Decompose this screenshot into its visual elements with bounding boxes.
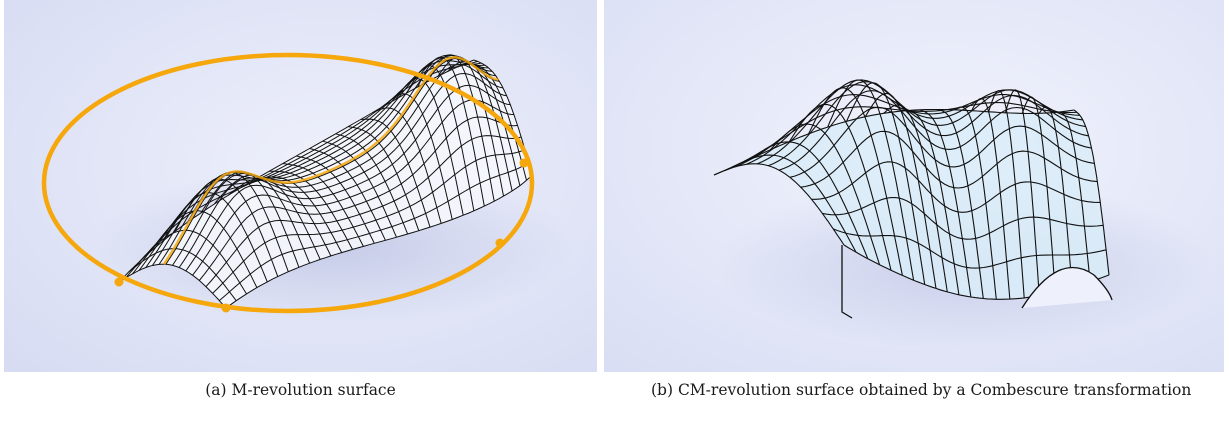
caption-b: (b) CM-revolution surface obtained by a …	[651, 381, 1192, 399]
caption-a: (a) M-revolution surface	[205, 381, 396, 399]
arch-opening	[1021, 266, 1113, 309]
mesh-line	[225, 174, 533, 309]
mesh-line	[757, 79, 1086, 165]
mesh-line	[205, 135, 522, 288]
mesh-line	[767, 81, 1089, 167]
profile-point	[519, 158, 529, 168]
mesh-line	[746, 84, 1083, 165]
mesh-line	[212, 148, 526, 294]
mesh-line	[172, 63, 504, 266]
profile-point	[495, 238, 505, 248]
cm-revolution-surface-render	[604, 0, 1224, 372]
profile-point	[114, 277, 124, 287]
m-revolution-surface-render	[4, 0, 597, 372]
mesh-line	[800, 130, 1098, 189]
mesh-line	[185, 84, 511, 272]
mesh-line	[822, 197, 1104, 240]
mesh-line	[789, 106, 1095, 178]
mesh-line	[198, 116, 518, 281]
mesh-line	[158, 54, 496, 265]
profile-curve-on-surface	[162, 56, 499, 265]
mesh-line	[118, 59, 475, 283]
mesh-line	[778, 90, 1092, 171]
figure-panel-b	[604, 0, 1224, 372]
mesh-line	[833, 228, 1107, 269]
edge-line	[841, 245, 853, 319]
mesh-line	[178, 72, 507, 268]
figure-panel-a	[4, 0, 597, 372]
mesh-line	[151, 54, 493, 266]
profile-point	[221, 303, 231, 313]
mesh-line	[811, 161, 1101, 213]
mesh-line	[218, 161, 529, 301]
profile-ellipse	[41, 52, 535, 314]
mesh-line	[724, 101, 1077, 172]
